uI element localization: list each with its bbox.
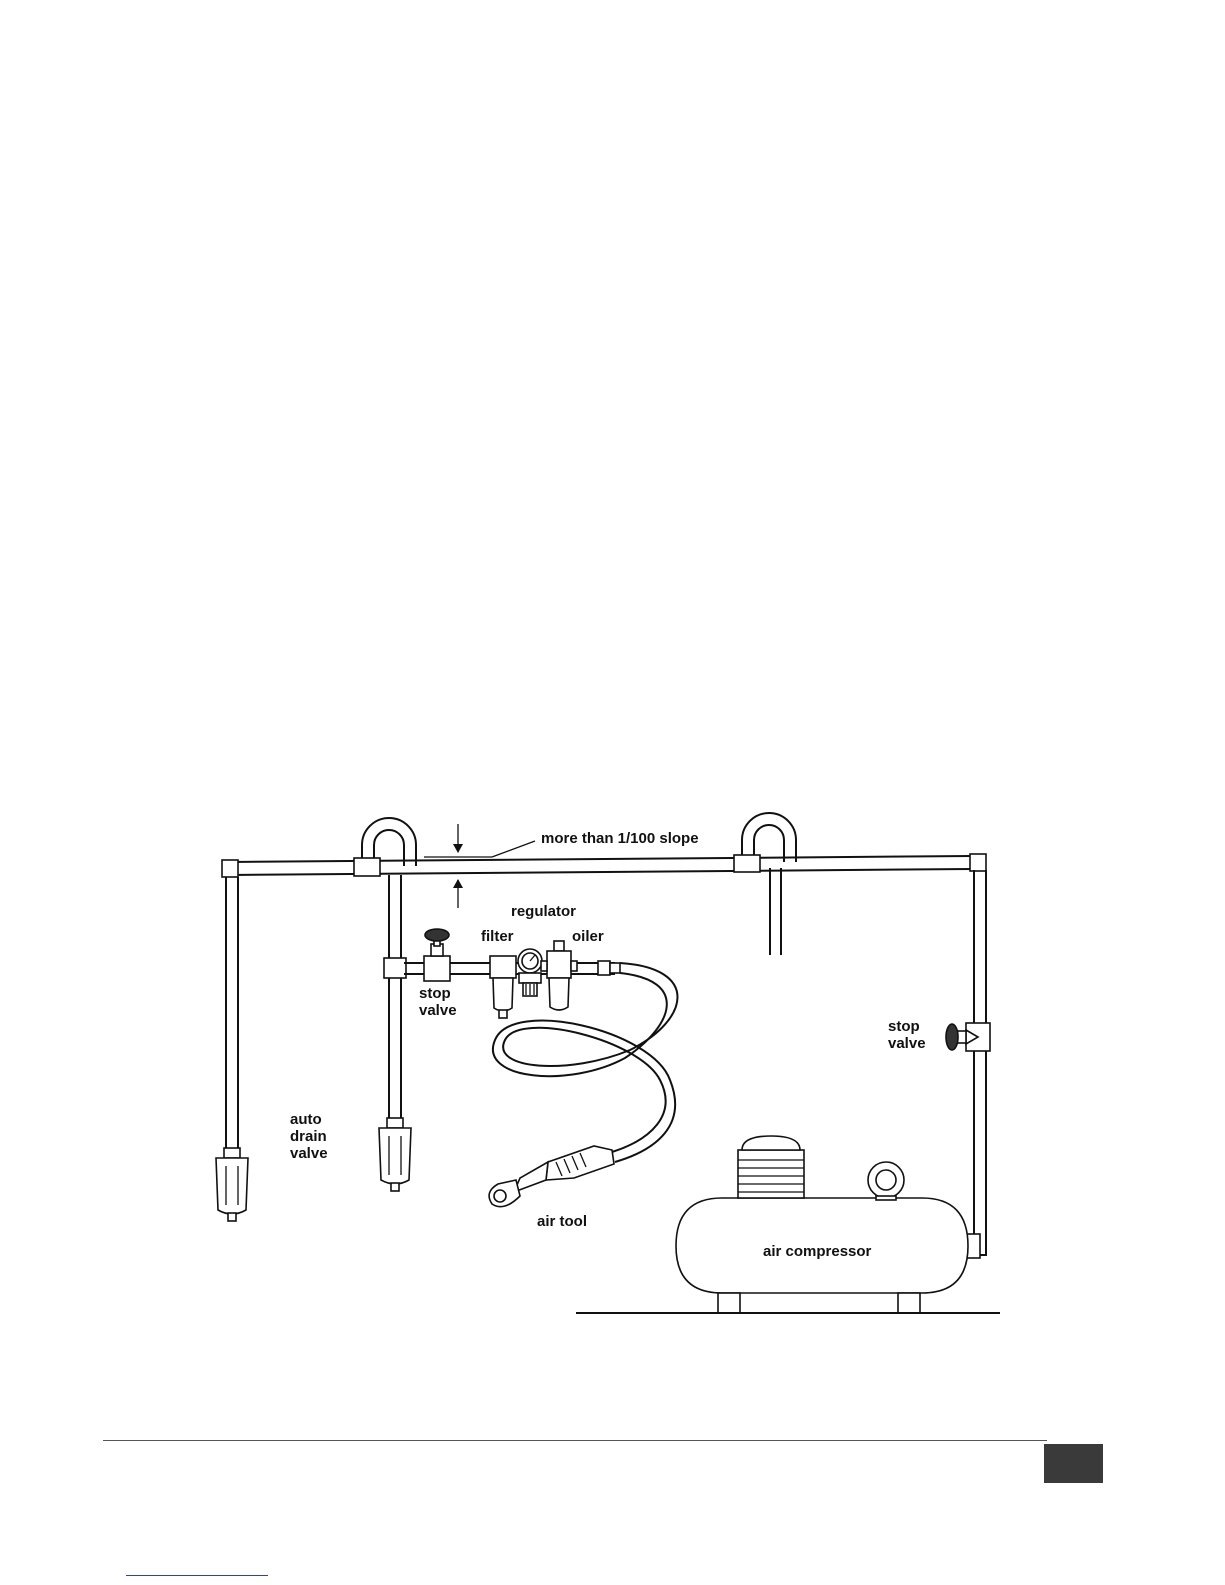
oiler-icon <box>541 941 577 1010</box>
auto-drain-label-line2: drain <box>290 1128 327 1145</box>
branch-drop-pipe <box>384 875 406 1120</box>
slope-label: more than 1/100 slope <box>541 830 699 847</box>
air-compressor-label: air compressor <box>763 1243 872 1260</box>
air-tool-icon <box>489 1146 614 1207</box>
left-stop-valve-icon <box>424 929 450 981</box>
auto-drain-label-line1: auto <box>290 1111 322 1128</box>
footer-link-underline[interactable] <box>126 1575 268 1576</box>
compressor-riser-pipe <box>965 870 986 1258</box>
regulator-icon <box>518 949 542 996</box>
auto-drain-valve-left-icon <box>216 1148 248 1221</box>
air-compressor-icon <box>676 1136 968 1313</box>
stop-valve-right-label-line1: stop <box>888 1018 920 1035</box>
stop-valve-left-label-line1: stop <box>419 985 451 1002</box>
page-number-tab <box>1044 1444 1103 1483</box>
air-tool-label: air tool <box>537 1213 587 1230</box>
left-drop-pipe <box>226 877 238 1150</box>
oiler-label: oiler <box>572 928 604 945</box>
auto-drain-valve-right-icon <box>379 1118 411 1191</box>
filter-icon <box>490 956 516 1018</box>
main-air-line <box>222 854 986 877</box>
auto-drain-label-line3: valve <box>290 1145 328 1162</box>
stop-valve-left-label-line2: valve <box>419 1002 457 1019</box>
right-gooseneck <box>734 813 796 955</box>
slope-indicator <box>424 824 535 908</box>
quick-coupler-icon <box>598 961 620 975</box>
right-stop-valve-icon <box>946 1023 990 1051</box>
air-hose <box>493 963 678 1162</box>
stop-valve-right-label-line2: valve <box>888 1035 926 1052</box>
footer-divider <box>103 1440 1047 1441</box>
left-gooseneck <box>354 818 416 876</box>
filter-label: filter <box>481 928 514 945</box>
regulator-label: regulator <box>511 903 576 920</box>
